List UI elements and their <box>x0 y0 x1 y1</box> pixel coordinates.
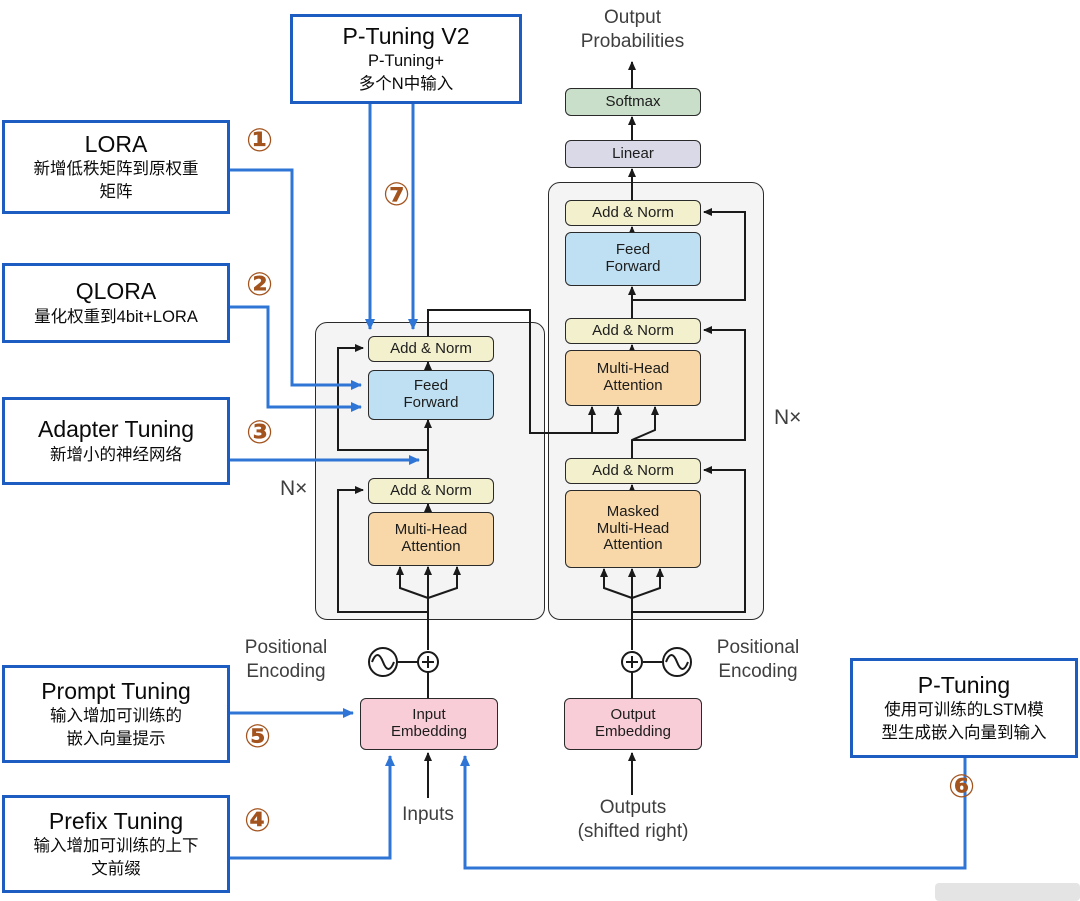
annotation-p-tuning-title: P-Tuning <box>917 671 1011 698</box>
decoder-add-norm-mid: Add & Norm <box>565 318 701 344</box>
plus-circle-icon <box>417 651 439 673</box>
input-embedding-box: Input Embedding <box>360 698 498 750</box>
annotation-prompt-tuning-body: 输入增加可训练的 嵌入向量提示 <box>50 707 182 749</box>
annotation-ptuning-v2: P-Tuning V2 P-Tuning+ 多个N中输入 <box>290 14 522 104</box>
annotation-ptuning-v2-body: P-Tuning+ 多个N中输入 <box>358 52 454 94</box>
encoder-feed-forward: Feed Forward <box>368 370 494 420</box>
annotation-prompt-tuning-title: Prompt Tuning <box>41 677 191 704</box>
positional-encoding-icon <box>368 647 398 677</box>
sine-wave-right-icon <box>665 654 689 670</box>
inputs-label: Inputs <box>402 804 454 825</box>
annotation-prompt-tuning-number: ⑤ <box>244 718 272 754</box>
annotation-prompt-tuning: Prompt Tuning 输入增加可训练的 嵌入向量提示 <box>2 665 230 763</box>
annotation-lora-number: ① <box>246 122 274 158</box>
n-times-label-encoder: N× <box>280 477 308 500</box>
output-embedding-box: Output Embedding <box>564 698 702 750</box>
annotation-adapter-tuning-title: Adapter Tuning <box>37 416 194 443</box>
annotation-ptuning-v2-number: ⑦ <box>383 176 411 212</box>
arrow-p-tuning <box>460 755 967 870</box>
annotation-lora: LORA 新增低秩矩阵到原权重 矩阵 <box>2 120 230 214</box>
annotation-prefix-tuning-number: ④ <box>244 802 272 838</box>
positional-encoding-icon <box>662 647 692 677</box>
annotation-adapter-tuning: Adapter Tuning 新增小的神经网络 <box>2 397 230 485</box>
encoder-add-norm-top: Add & Norm <box>368 336 494 362</box>
decoder-feed-forward: Feed Forward <box>565 232 701 286</box>
output-probabilities-label: Output Probabilities <box>580 7 685 52</box>
annotation-adapter-tuning-body: 新增小的神经网络 <box>50 445 182 464</box>
annotation-qlora-title: QLORA <box>75 278 157 305</box>
annotation-prefix-tuning-body: 输入增加可训练的上下 文前缀 <box>33 837 199 879</box>
annotation-lora-body: 新增低秩矩阵到原权重 矩阵 <box>33 160 199 202</box>
encoder-multi-head-attention: Multi-Head Attention <box>368 512 494 566</box>
decoder-masked-multi-head-attention: Masked Multi-Head Attention <box>565 490 701 568</box>
plus-circle-icon <box>621 651 643 673</box>
annotation-p-tuning: P-Tuning 使用可训练的LSTM模 型生成嵌入向量到输入 <box>850 658 1078 758</box>
decoder-add-norm-top: Add & Norm <box>565 200 701 226</box>
sine-wave-left-icon <box>371 654 395 670</box>
softmax-box: Softmax <box>565 88 701 116</box>
outputs-label: Outputs (shifted right) <box>577 797 689 842</box>
encoder-stack <box>315 322 545 620</box>
n-times-label-decoder: N× <box>774 406 802 429</box>
plus-glyph-left <box>422 656 434 668</box>
annotation-p-tuning-number: ⑥ <box>948 768 976 804</box>
annotation-prefix-tuning: Prefix Tuning 输入增加可训练的上下 文前缀 <box>2 795 230 893</box>
annotation-ptuning-v2-title: P-Tuning V2 <box>342 22 470 49</box>
positional-encoding-label-left: Positional Encoding <box>244 637 328 682</box>
annotation-p-tuning-body: 使用可训练的LSTM模 型生成嵌入向量到输入 <box>881 701 1047 743</box>
annotation-qlora: QLORA 量化权重到4bit+LORA <box>2 263 230 343</box>
annotation-prefix-tuning-title: Prefix Tuning <box>48 807 184 834</box>
annotation-adapter-tuning-number: ③ <box>246 414 274 450</box>
decoder-multi-head-attention: Multi-Head Attention <box>565 350 701 406</box>
annotation-lora-title: LORA <box>84 130 148 157</box>
linear-box: Linear <box>565 140 701 168</box>
encoder-add-norm-bottom: Add & Norm <box>368 478 494 504</box>
plus-glyph-right <box>626 656 638 668</box>
annotation-qlora-number: ② <box>246 266 274 302</box>
positional-encoding-label-right: Positional Encoding <box>716 637 800 682</box>
watermark-strip <box>935 883 1080 901</box>
decoder-add-norm-low: Add & Norm <box>565 458 701 484</box>
annotation-qlora-body: 量化权重到4bit+LORA <box>34 307 198 326</box>
